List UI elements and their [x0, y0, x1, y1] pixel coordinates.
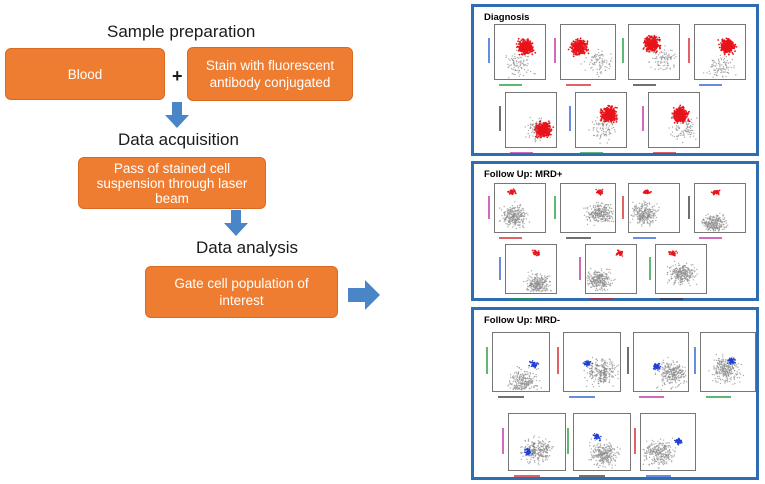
axis-label-mark: [510, 298, 534, 300]
plot-frame: [694, 24, 746, 80]
axis-label-mark: [649, 256, 651, 280]
data-analysis-heading: Data analysis: [196, 238, 299, 257]
axis-label-mark: [590, 298, 614, 300]
scatter-plot: [508, 413, 566, 471]
axis-label-mark: [653, 152, 677, 154]
diagnosis-panel-title: Diagnosis: [484, 12, 530, 23]
gate-label: Gate cell population of interest: [174, 276, 309, 308]
acquisition-label-line2: suspension through laser: [96, 175, 248, 191]
plot-frame: [508, 413, 566, 471]
plot-frame: [563, 332, 621, 392]
scatter-plot: [505, 244, 557, 294]
scatter-plot: [573, 413, 631, 471]
axis-label-mark: [688, 195, 690, 219]
axis-label-mark: [627, 347, 629, 374]
axis-label-mark: [488, 38, 490, 63]
axis-label-mark: [567, 427, 569, 454]
axis-label-mark: [499, 256, 501, 280]
axis-label-mark: [633, 237, 657, 239]
axis-label-mark: [642, 106, 644, 131]
axis-label-mark: [578, 475, 605, 477]
plot-frame: [633, 332, 689, 392]
scatter-plot: [505, 92, 557, 148]
stain-label-line2: antibody conjugated: [209, 75, 331, 90]
axis-label-mark: [568, 396, 595, 398]
plot-frame: [560, 183, 616, 233]
axis-label-mark: [688, 38, 690, 63]
axis-label-mark: [622, 38, 624, 63]
axis-label-mark: [499, 84, 523, 86]
acquisition-box: Pass of stained cell suspension through …: [78, 157, 266, 209]
scatter-plot: [640, 413, 696, 471]
plot-frame: [560, 24, 616, 80]
scatter-plot: [575, 92, 627, 148]
axis-label-mark: [694, 347, 696, 374]
axis-label-mark: [499, 237, 523, 239]
stain-label-line1: Stain with fluorescent: [205, 58, 335, 73]
plot-frame: [494, 24, 546, 80]
axis-label-mark: [579, 256, 581, 280]
axis-label-mark: [645, 475, 671, 477]
axis-label-mark: [510, 152, 534, 154]
plot-frame: [492, 332, 550, 392]
plot-frame: [505, 92, 557, 148]
right-arrow-icon: [348, 280, 380, 310]
scatter-plot: [700, 332, 756, 392]
axis-label-mark: [554, 195, 556, 219]
scatter-plot: [492, 332, 550, 392]
axis-label-mark: [705, 396, 731, 398]
gate-box: Gate cell population of interest: [145, 266, 338, 318]
mrd-negative-panel-title: Follow Up: MRD-: [484, 315, 560, 326]
plot-frame: [573, 413, 631, 471]
scatter-plot: [648, 92, 700, 148]
axis-label-mark: [565, 237, 591, 239]
plot-frame: [700, 332, 756, 392]
down-arrow-1-icon: [165, 102, 189, 128]
axis-label-mark: [557, 347, 559, 374]
axis-label-mark: [633, 84, 657, 86]
axis-label-mark: [569, 106, 571, 131]
axis-label-mark: [638, 396, 664, 398]
stain-box: Stain with fluorescent antibody conjugat…: [187, 47, 353, 101]
scatter-plot: [560, 183, 616, 233]
axis-label-mark: [634, 427, 636, 454]
axis-label-mark: [502, 427, 504, 454]
scatter-plot: [560, 24, 616, 80]
scatter-plot: [694, 183, 746, 233]
plot-frame: [640, 413, 696, 471]
scatter-plot: [633, 332, 689, 392]
axis-label-mark: [580, 152, 604, 154]
plot-frame: [628, 24, 680, 80]
axis-label-mark: [499, 106, 501, 131]
mrd-positive-panel-title: Follow Up: MRD+: [484, 169, 563, 180]
axis-label-mark: [699, 237, 723, 239]
axis-label-mark: [660, 298, 684, 300]
plus-sign: +: [172, 66, 183, 86]
scatter-plot: [585, 244, 637, 294]
axis-label-mark: [488, 195, 490, 219]
blood-box: Blood: [5, 48, 165, 100]
scatter-plot: [494, 24, 546, 80]
scatter-plot: [655, 244, 707, 294]
down-arrow-2-icon: [224, 210, 248, 236]
scatter-plot: [494, 183, 546, 233]
axis-label-mark: [513, 475, 540, 477]
axis-label-mark: [565, 84, 591, 86]
sample-preparation-heading: Sample preparation: [107, 22, 256, 41]
scatter-plot: [563, 332, 621, 392]
scatter-plot: [628, 183, 680, 233]
axis-label-mark: [699, 84, 723, 86]
axis-label-mark: [554, 38, 556, 63]
scatter-plot: [694, 24, 746, 80]
acquisition-label-line3: beam: [155, 190, 189, 206]
plot-frame: [655, 244, 707, 294]
axis-label-mark: [497, 396, 524, 398]
blood-label: Blood: [67, 66, 103, 82]
axis-label-mark: [486, 347, 488, 374]
scatter-plot: [628, 24, 680, 80]
acquisition-label-line1: Pass of stained cell: [113, 160, 231, 176]
data-acquisition-heading: Data acquisition: [118, 130, 239, 149]
axis-label-mark: [622, 195, 624, 219]
